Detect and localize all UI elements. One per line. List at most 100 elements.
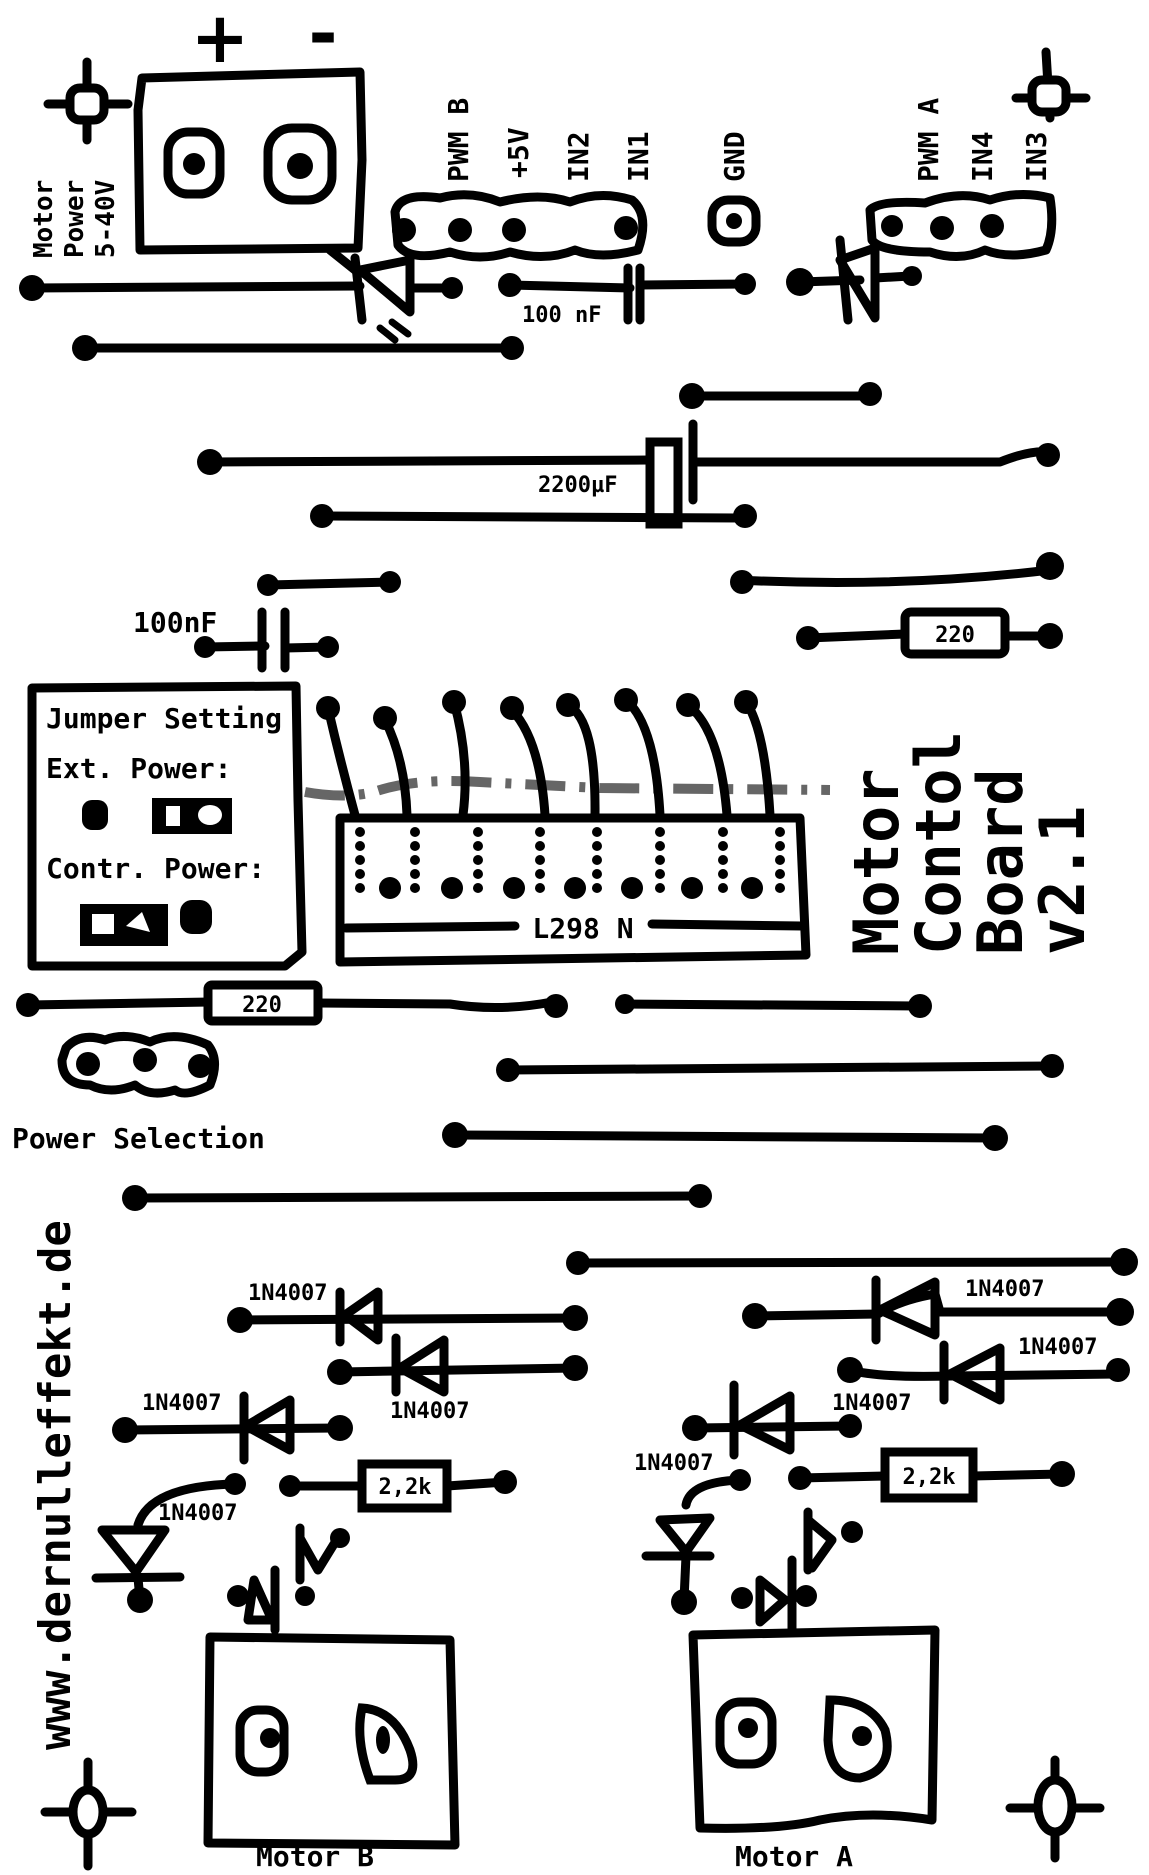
mounting-hole-icon: [43, 57, 133, 145]
resistor-b-label: 2,2k: [379, 1475, 432, 1500]
ic-pin-dot: [535, 869, 545, 879]
ic-pin-dot: [410, 883, 420, 893]
diode-icon: [742, 1275, 1134, 1345]
pin-label-in4: IN4: [966, 131, 999, 182]
title-line-1: Motor: [840, 768, 913, 955]
ic-pin-dot: [355, 827, 365, 837]
resistor-icon: 220: [900, 607, 1010, 659]
ic-pin-dot: [592, 883, 602, 893]
header-b: [390, 190, 648, 262]
pin-label-in1: IN1: [622, 131, 655, 182]
diode-icon: [327, 1333, 588, 1397]
ic-pad: [441, 877, 463, 899]
ic-pin-dot: [355, 883, 365, 893]
ic-pin-dot: [775, 841, 785, 851]
pin-label-pwm-a: PWM A: [912, 98, 945, 182]
diode-icon: [641, 1469, 751, 1615]
resistor-right-label: 220: [935, 623, 975, 648]
motor-b-label: Motor B: [256, 1840, 374, 1873]
minus-sign: -: [308, 0, 337, 75]
contr-power-label: Contr. Power:: [46, 852, 265, 885]
led-icon: [786, 235, 922, 325]
ic-pin-dot: [775, 827, 785, 837]
motor-power-line-3: 5-40V: [91, 180, 121, 258]
ic-pin-dot: [355, 869, 365, 879]
led-icon: [731, 1507, 863, 1635]
diode-b-label-3: 1N4007: [142, 1391, 221, 1416]
cap-top-label: 100 nF: [522, 303, 601, 328]
ic-pin-dot: [655, 827, 665, 837]
pin-label-in3: IN3: [1020, 131, 1053, 182]
pin-label-pwm-b: PWM B: [442, 98, 475, 182]
capacitor-icon: [194, 607, 339, 673]
ic-pin-dot: [592, 827, 602, 837]
motor-b-terminal: [203, 1632, 460, 1850]
ic-pin-dot: [592, 855, 602, 865]
electrolytic-capacitor-icon: [645, 419, 698, 529]
ic-pin-dot: [473, 869, 483, 879]
motor-a-label: Motor A: [735, 1840, 853, 1873]
ic-pin-dot: [410, 841, 420, 851]
ic-pad: [503, 877, 525, 899]
ic-pin-dot: [718, 855, 728, 865]
ic-pin-dot: [473, 855, 483, 865]
ic-pin-dot: [718, 869, 728, 879]
led-icon: [325, 245, 463, 344]
resistor-left-label: 220: [242, 993, 282, 1018]
motor-power-line-2: Power: [60, 180, 90, 258]
gnd-label: GND: [718, 131, 751, 182]
diode-icon: [682, 1380, 862, 1460]
cap-left-label: 100nF: [133, 606, 217, 639]
pin-label-in2: IN2: [562, 131, 595, 182]
diode-icon: [227, 1287, 588, 1347]
header-a: [865, 190, 1057, 261]
ic-pin-dot: [535, 827, 545, 837]
power-selection-jumper: [57, 1032, 219, 1098]
ic-label: L298 N: [532, 912, 633, 945]
diode-icon: [837, 1340, 1130, 1405]
resistor-icon: 2,2k: [788, 1447, 1075, 1503]
board-title: Motor Contol Board v2.1: [840, 731, 1099, 955]
jumper-heading: Jumper Setting: [46, 702, 282, 735]
diode-b-label-2: 1N4007: [390, 1399, 469, 1424]
ic-pin-dot: [718, 883, 728, 893]
diode-a-label-3: 1N4007: [832, 1391, 911, 1416]
ic-pad: [621, 877, 643, 899]
l298-ic: L298 N: [335, 813, 811, 967]
diode-a-label-1: 1N4007: [965, 1277, 1044, 1302]
power-selection-label: Power Selection: [12, 1122, 265, 1155]
resistor-a-label: 2,2k: [903, 1465, 956, 1490]
motor-power-label: Motor Power 5-40V: [29, 180, 121, 258]
plus-sign: +: [191, 0, 250, 79]
ic-pin-dot: [535, 855, 545, 865]
resistor-icon: 220: [203, 980, 323, 1026]
diode-icon: [112, 1391, 353, 1465]
electrolytic-label: 2200µF: [538, 473, 617, 498]
ic-pin-dot: [410, 827, 420, 837]
ic-pin-dot: [473, 883, 483, 893]
diode-icon: [91, 1473, 246, 1613]
ic-pin-dot: [655, 855, 665, 865]
ic-pin-dot: [535, 883, 545, 893]
ic-pin-dot: [410, 869, 420, 879]
motor-power-line-1: Motor: [29, 180, 59, 258]
mounting-hole-icon: [1011, 47, 1091, 123]
capacitor-icon: [623, 263, 645, 325]
ic-pin-dot: [718, 841, 728, 851]
ic-pad: [564, 877, 586, 899]
ic-pin-dot: [655, 869, 665, 879]
ic-pad: [681, 877, 703, 899]
ic-pin-dot: [535, 841, 545, 851]
jumper-setting-box: Jumper Setting Ext. Power: Contr. Power:: [27, 681, 307, 971]
ic-pin-dot: [655, 841, 665, 851]
ic-pin-dot: [473, 827, 483, 837]
ic-pad: [741, 877, 763, 899]
ic-pin-dot: [410, 855, 420, 865]
ic-pin-dot: [775, 869, 785, 879]
motor-a-terminal: [688, 1625, 940, 1833]
ic-pin-dot: [655, 883, 665, 893]
title-line-4: v2.1: [1026, 806, 1099, 955]
diode-b-label-1: 1N4007: [248, 1281, 327, 1306]
ic-pin-dot: [775, 883, 785, 893]
ic-pin-dot: [592, 841, 602, 851]
